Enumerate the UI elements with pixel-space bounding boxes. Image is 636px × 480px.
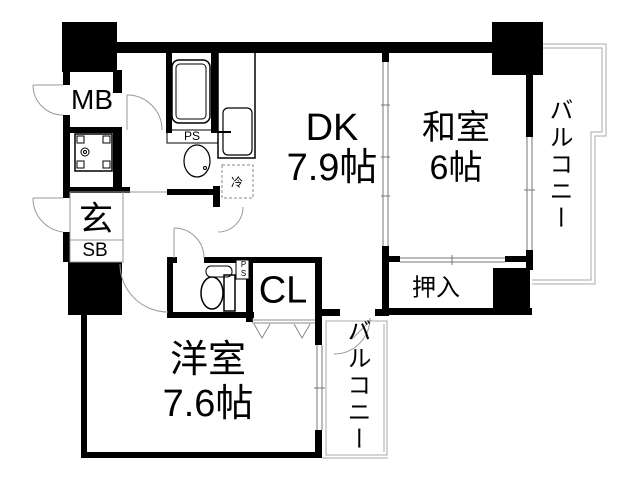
room-label-oshiire: 押入: [412, 274, 460, 302]
pipe-space-small-box: [235, 259, 250, 280]
room-label-washitsu: 和室 6帖: [422, 108, 490, 188]
room-label-genkan: 玄: [79, 200, 113, 239]
label-balcony-bottom: バルコニー: [343, 318, 370, 454]
room-label-youshitsu: 洋室 7.6帖: [163, 338, 254, 426]
refrigerator-space: [221, 164, 254, 199]
door-entrance: [32, 197, 64, 233]
toilet: [200, 265, 236, 312]
door-toilet: [173, 227, 205, 259]
walls: [62, 22, 543, 458]
column-top-right: [492, 22, 543, 75]
label-balcony-right: バルコニー: [545, 97, 572, 233]
closet-hanger: [252, 319, 315, 340]
room-label-shoebox: SB: [82, 240, 108, 261]
door-balcony-bottom: [333, 317, 372, 355]
label-pipe-space-small: PS: [239, 260, 248, 278]
label-pipe-space: PS: [183, 129, 201, 143]
youshitsu-size: 7.6帖: [162, 383, 254, 425]
room-label-meterbox: MB: [71, 84, 113, 115]
wall-youshitsu-bottom: [81, 452, 322, 458]
pipe-space-box: [166, 129, 219, 144]
washing-machine: [74, 133, 113, 172]
fusuma-oshiire: [400, 255, 505, 265]
fixtures: [74, 51, 315, 340]
door-washroom: [126, 94, 163, 131]
door-youshitsu: [119, 263, 169, 313]
washitsu-size: 6帖: [429, 149, 483, 187]
door-meter-box: [32, 84, 64, 116]
kitchen-sink-counter: [217, 51, 256, 159]
balcony-outlines: [322, 43, 607, 459]
label-refrigerator: 冷: [230, 175, 244, 190]
bathtub: [171, 59, 211, 124]
wall-youshitsu-left: [81, 315, 87, 458]
column-top-left: [62, 22, 117, 72]
washitsu-name: 和室: [422, 109, 490, 147]
door-arcs: [32, 84, 372, 355]
window-washitsu: [524, 137, 535, 250]
genkan-outline: [69, 191, 167, 263]
dk-size: 7.9帖: [286, 147, 378, 189]
room-label-closet: CL: [258, 269, 308, 312]
balcony-right-outline: [532, 43, 607, 285]
column-bottom-left: [68, 262, 122, 315]
windows-sliding-doors: [314, 62, 535, 430]
shoebox-outline: [69, 239, 124, 263]
column-oshiire: [493, 268, 530, 308]
wall-top: [117, 42, 492, 53]
sliding-door-dk-washitsu: [381, 62, 390, 246]
dk-name: DK: [305, 107, 359, 149]
wall-oshiire-bottom: [382, 308, 532, 315]
window-youshitsu: [314, 345, 325, 430]
door-dk-hall: [217, 206, 244, 233]
balcony-bottom-outline: [325, 320, 388, 456]
youshitsu-name: 洋室: [169, 339, 247, 381]
room-label-dk: DK 7.9帖: [287, 108, 378, 188]
wash-basin: [183, 144, 211, 178]
